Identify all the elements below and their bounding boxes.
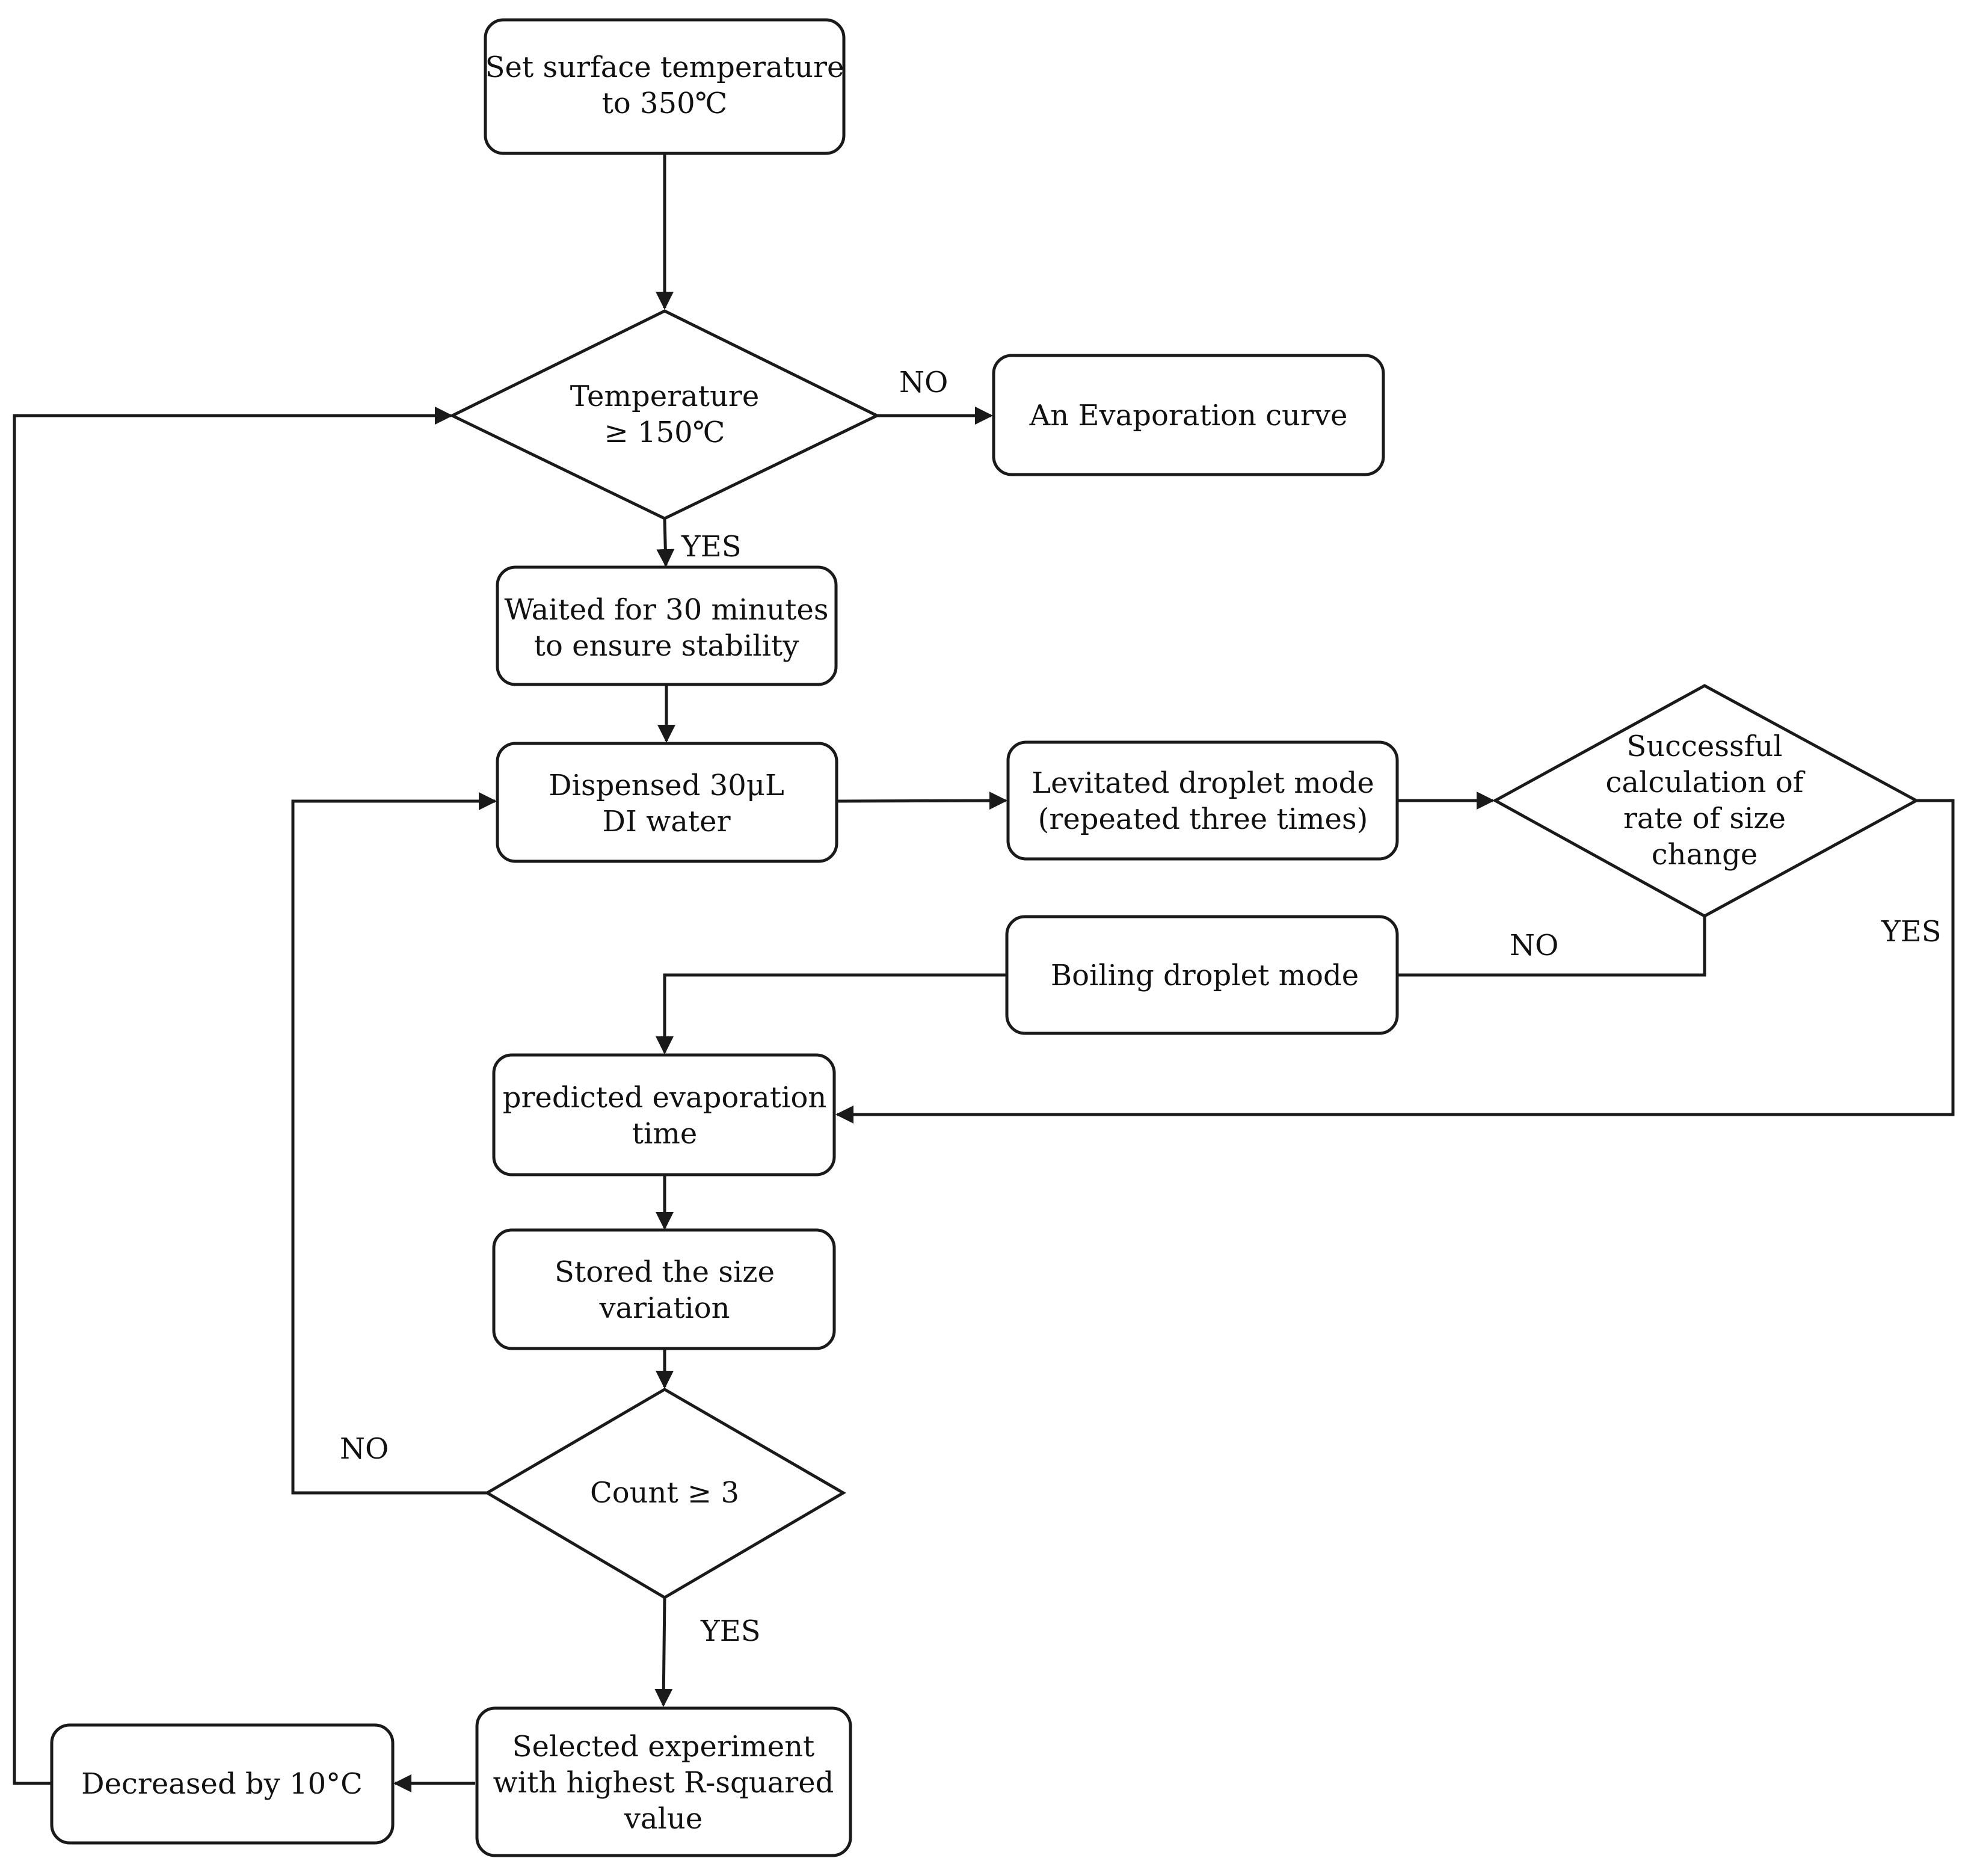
levitated-box xyxy=(1006,740,1399,861)
count-no-label: NO xyxy=(340,1432,389,1466)
success-no-label: NO xyxy=(1510,929,1558,962)
boiling-box xyxy=(1005,915,1399,1035)
temperature-decision: Temperature≥ 150℃ xyxy=(449,309,881,520)
temperature-decision-label: Temperature≥ 150℃ xyxy=(570,380,759,449)
edge-success-no-to-boiling xyxy=(1397,916,1706,977)
count-decision: Count ≥ 3 xyxy=(484,1388,846,1599)
success-decision-diamond xyxy=(1492,684,1920,918)
stored-box xyxy=(492,1228,836,1350)
edge-temp-to-wait xyxy=(656,518,675,567)
temperature-yes-label: YES xyxy=(681,530,742,564)
boiling-step: Boiling droplet mode xyxy=(1005,915,1399,1035)
evaporation-curve-box xyxy=(992,354,1385,476)
count-decision-label: Count ≥ 3 xyxy=(590,1476,739,1510)
temperature-no-label: NO xyxy=(899,366,948,399)
edge-labels: NO YES NO YES NO YES xyxy=(340,366,1942,1648)
count-decision-diamond xyxy=(484,1388,846,1599)
decreased-step: Decreased by 10°C xyxy=(50,1723,395,1845)
predicted-box xyxy=(492,1053,836,1176)
edge-count-yes-to-selected xyxy=(654,1597,673,1707)
edge-success-yes-to-predicted xyxy=(835,799,1955,1124)
levitated-step: Levitated droplet mode(repeated three ti… xyxy=(1006,740,1399,861)
decreased-box xyxy=(50,1723,395,1845)
edge-decreased-to-temp xyxy=(13,407,453,1785)
levitated-label: Levitated droplet mode(repeated three ti… xyxy=(1032,766,1374,836)
wait-box xyxy=(496,565,838,686)
edges xyxy=(13,155,1955,1792)
temperature-decision-diamond xyxy=(449,309,881,520)
success-yes-label: YES xyxy=(1881,915,1942,949)
count-yes-label: YES xyxy=(700,1614,761,1648)
boiling-label: Boiling droplet mode xyxy=(1051,959,1359,992)
evaporation-curve-label: An Evaporation curve xyxy=(1029,399,1348,432)
set-temperature-box xyxy=(484,18,846,155)
dispense-box xyxy=(496,742,838,863)
edge-boiling-to-predicted xyxy=(656,973,1007,1054)
evaporation-curve-step: An Evaporation curve xyxy=(992,354,1385,476)
selected-box xyxy=(475,1706,852,1857)
edge-count-no-to-dispense xyxy=(291,792,497,1495)
decreased-label: Decreased by 10°C xyxy=(81,1767,363,1801)
